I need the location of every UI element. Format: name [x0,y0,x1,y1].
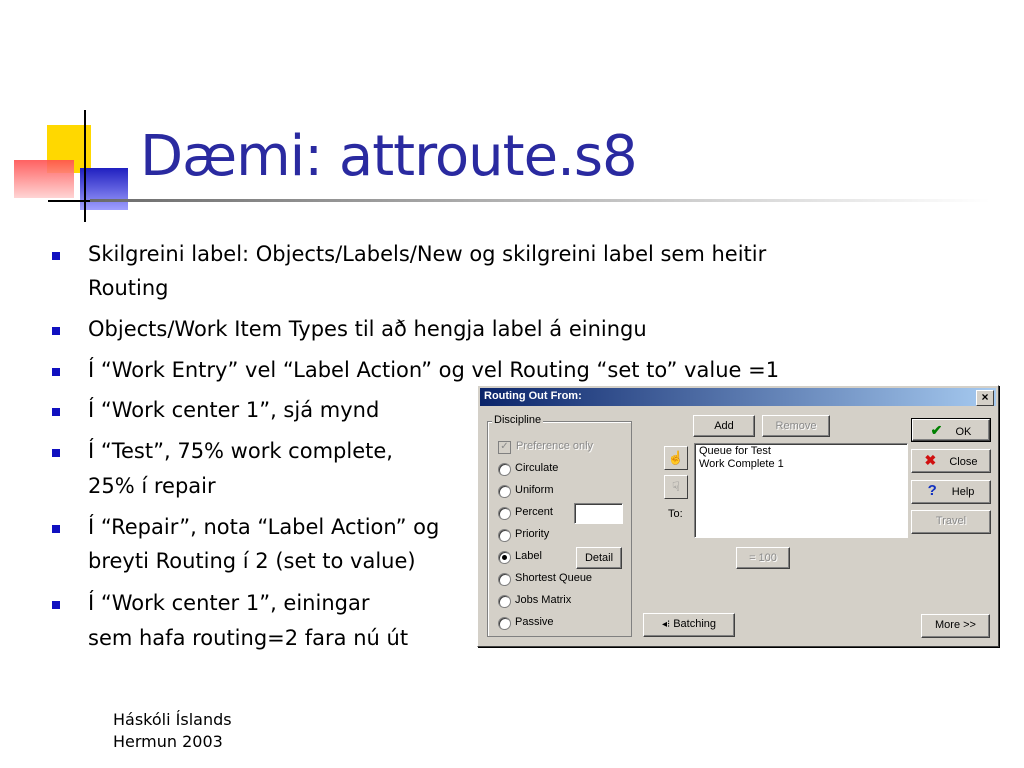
footer-course: Hermun 2003 [113,732,223,751]
move-up-icon[interactable]: ☝ [664,446,688,470]
radio-label-percent: Percent [515,506,553,518]
bullet-marker [52,449,60,457]
destination-list[interactable]: Queue for Test Work Complete 1 [694,443,908,538]
help-icon: ? [927,482,937,499]
radio-label-circulate: Circulate [515,462,559,474]
move-down-icon[interactable]: ☟ [664,475,688,499]
radio-passive[interactable] [498,617,511,630]
preference-only-label: Preference only [516,440,594,452]
bullet-text: Í “Work Entry” vel “Label Action” og vel… [88,358,780,382]
equals-100-button[interactable]: = 100 [736,547,790,569]
travel-button[interactable]: Travel [911,510,991,534]
bullet-marker [52,327,60,335]
help-button[interactable]: ? Help [911,480,991,504]
checkmark-icon: ✔ [930,422,943,438]
radio-label-uniform: Uniform [515,484,554,496]
dialog-title: Routing Out From: [484,390,582,402]
list-item[interactable]: Queue for Test [699,445,771,457]
discipline-group [487,421,632,637]
bullet-text: Skilgreini label: Objects/Labels/New og … [88,242,767,266]
routing-dialog: Routing Out From: × Discipline ✓ Prefere… [477,385,999,647]
bullet-marker [52,601,60,609]
ok-button[interactable]: ✔ OK [911,418,991,442]
percent-input[interactable] [574,503,623,524]
radio-uniform[interactable] [498,485,511,498]
radio-priority[interactable] [498,529,511,542]
preference-only-checkbox[interactable]: ✓ [498,441,511,454]
bullet-marker [52,525,60,533]
dialog-titlebar[interactable]: Routing Out From: × [480,388,996,406]
bullet-text: Í “Work center 1”, sjá mynd [88,398,380,422]
batching-button[interactable]: ◂⁝ Batching [643,613,735,637]
radio-shortest-queue[interactable] [498,573,511,586]
remove-button[interactable]: Remove [762,415,830,437]
radio-label-shortest-queue: Shortest Queue [515,572,593,584]
bullet-text: 25% í repair [88,474,216,498]
close-icon[interactable]: × [976,390,994,406]
bullet-marker [52,252,60,260]
bullet-text: Í “Work center 1”, einingar [88,591,370,615]
bullet-text: Í “Test”, 75% work complete, [88,439,393,463]
bullet-text: breyti Routing í 2 (set to value) [88,549,416,573]
bullet-text: sem hafa routing=2 fara nú út [88,626,409,650]
help-label: Help [951,486,975,498]
bullet-text: Routing [88,276,169,300]
batching-label: Batching [673,618,717,630]
radio-percent[interactable] [498,507,511,520]
close-label: Close [949,456,978,468]
slide-title: Dæmi: attroute.s8 [140,124,638,189]
radio-label-passive: Passive [515,616,554,628]
radio-label-label: Label [515,550,542,562]
to-label: To: [668,508,683,520]
bullet-marker [52,408,60,416]
bullet-text: Objects/Work Item Types til að hengja la… [88,317,647,341]
title-divider [90,199,990,202]
more-button[interactable]: More >> [921,614,990,638]
bullet-text: Í “Repair”, nota “Label Action” og [88,515,440,539]
radio-label-priority: Priority [515,528,550,540]
detail-button[interactable]: Detail [576,547,622,569]
ok-label: OK [955,426,972,438]
discipline-label: Discipline [492,414,544,426]
radio-label-jobs-matrix: Jobs Matrix [515,594,572,606]
footer-institution: Háskóli Íslands [113,710,232,729]
radio-jobs-matrix[interactable] [498,595,511,608]
radio-circulate[interactable] [498,463,511,476]
add-button[interactable]: Add [693,415,755,437]
batching-icon: ◂⁝ [661,619,671,630]
bullet-marker [52,368,60,376]
list-item[interactable]: Work Complete 1 [699,458,784,470]
red-x-icon: ✖ [924,452,937,468]
close-button[interactable]: ✖ Close [911,449,991,473]
radio-label[interactable] [498,551,511,564]
